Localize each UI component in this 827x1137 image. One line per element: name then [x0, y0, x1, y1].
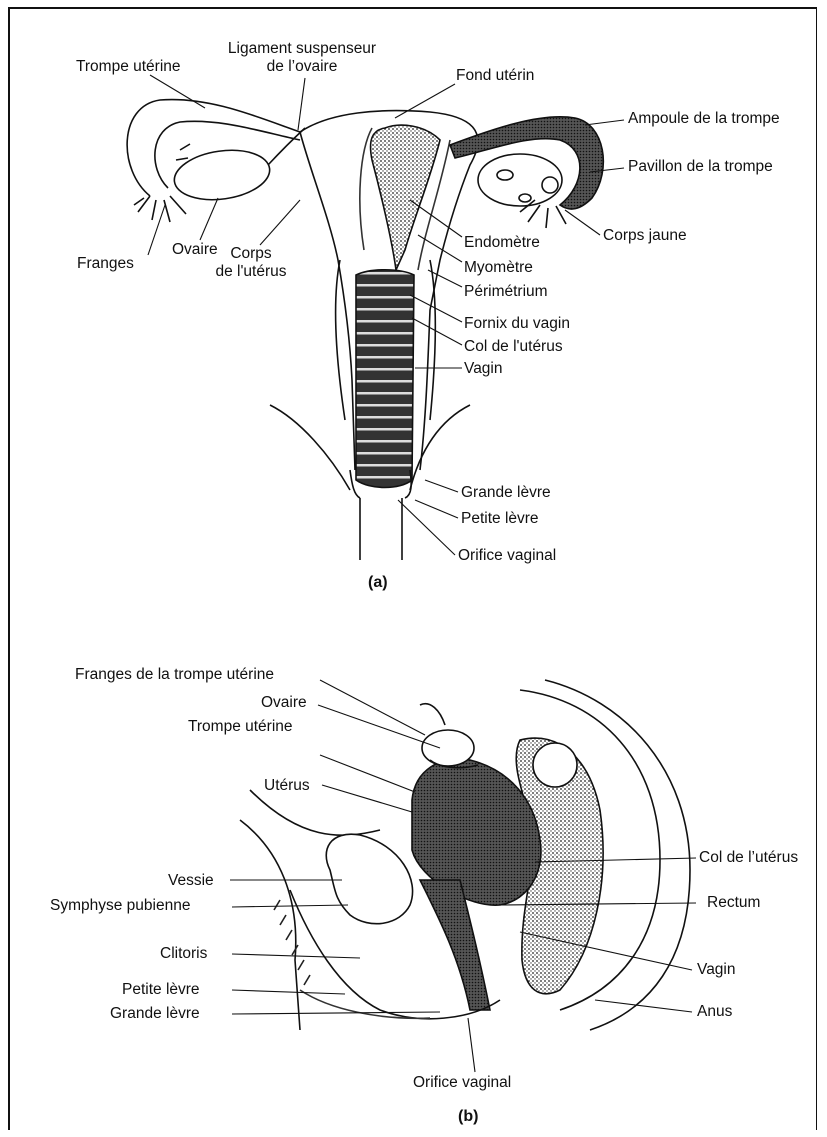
left-ovary	[171, 145, 273, 206]
label-franges-b: Franges de la trompe utérine	[75, 666, 274, 684]
left-uterine-tube	[127, 100, 300, 196]
bladder	[326, 834, 412, 923]
label-orifice-b: Orifice vaginal	[413, 1074, 511, 1092]
caption-a: (a)	[368, 574, 388, 592]
label-corps-jaune: Corps jaune	[603, 227, 687, 245]
label-anus: Anus	[697, 1003, 732, 1021]
label-perimetrium: Périmétrium	[464, 283, 548, 301]
label-ligament-line2: de l’ovaire	[222, 58, 382, 76]
label-ligament-line1: Ligament suspenseur	[222, 40, 382, 58]
label-petite-levre-a: Petite lèvre	[461, 510, 539, 528]
label-symphyse: Symphyse pubienne	[50, 897, 190, 915]
label-col-b: Col de l’utérus	[699, 849, 798, 867]
label-endometre: Endomètre	[464, 234, 540, 252]
label-franges-a: Franges	[77, 255, 134, 273]
label-grande-levre-a: Grande lèvre	[461, 484, 551, 502]
label-grande-levre-b: Grande lèvre	[110, 1005, 200, 1023]
label-trompe-b: Trompe utérine	[188, 718, 293, 736]
label-myometre: Myomètre	[464, 259, 533, 277]
label-corps-uterus: Corps de l'utérus	[196, 245, 306, 281]
uterine-cavity	[371, 125, 440, 270]
label-corps-line2: de l'utérus	[196, 263, 306, 281]
label-orifice-a: Orifice vaginal	[458, 547, 556, 565]
label-vagin-b: Vagin	[697, 961, 736, 979]
label-rectum: Rectum	[707, 894, 760, 912]
label-pavillon: Pavillon de la trompe	[628, 158, 773, 176]
label-clitoris: Clitoris	[160, 945, 207, 963]
label-corps-line1: Corps	[196, 245, 306, 263]
label-ampoule: Ampoule de la trompe	[628, 110, 780, 128]
label-trompe-uterine-a: Trompe utérine	[76, 58, 181, 76]
corpus-luteum	[542, 177, 558, 193]
label-fornix: Fornix du vagin	[464, 315, 570, 333]
label-petite-levre-b: Petite lèvre	[122, 981, 200, 999]
label-vessie: Vessie	[168, 872, 214, 890]
right-fimbriae	[520, 200, 566, 228]
figure-b-drawing	[240, 680, 690, 1030]
label-ligament-suspenseur: Ligament suspenseur de l’ovaire	[222, 40, 382, 76]
right-ampulla	[450, 117, 603, 209]
label-uterus-b: Utérus	[264, 777, 310, 795]
label-fond-uterin: Fond utérin	[456, 67, 534, 85]
label-ovaire-b: Ovaire	[261, 694, 307, 712]
label-col-a: Col de l'utérus	[464, 338, 563, 356]
label-vagin-a: Vagin	[464, 360, 503, 378]
left-fimbriae	[134, 144, 190, 222]
caption-b: (b)	[458, 1108, 478, 1126]
vagina-column	[356, 270, 414, 488]
